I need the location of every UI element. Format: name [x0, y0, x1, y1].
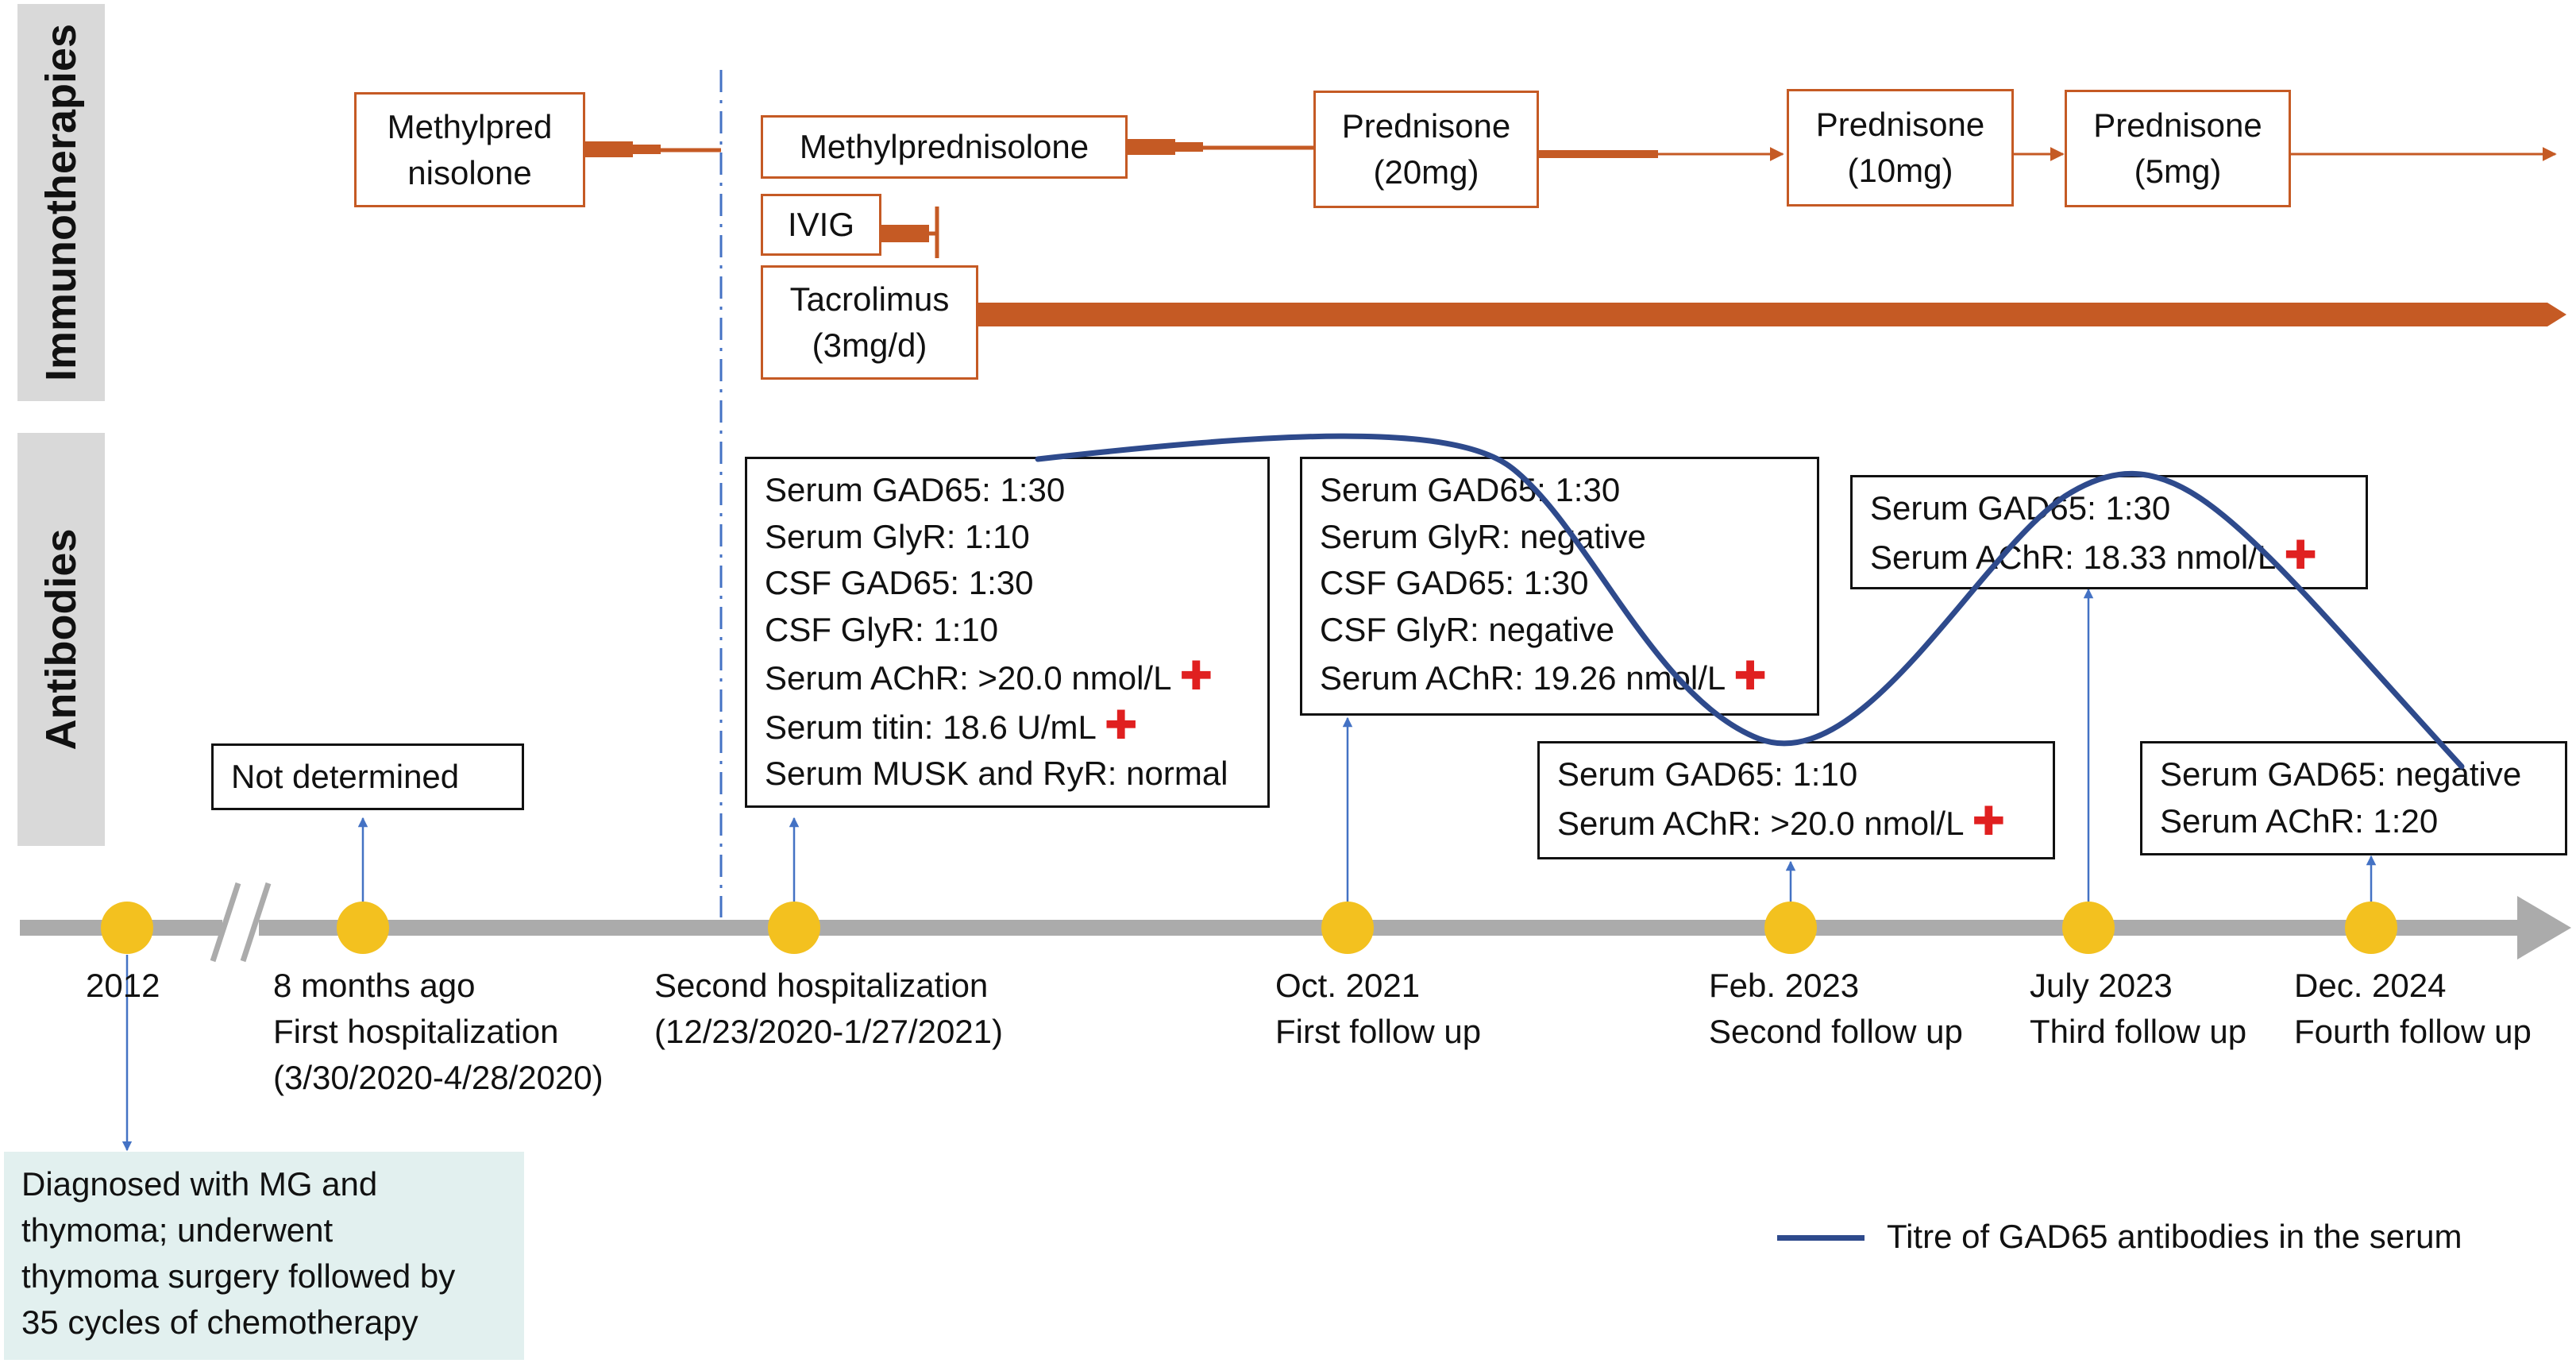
ivig-duration-bar [881, 207, 939, 258]
therapy-box-tacrolimus: Tacrolimus (3mg/d) [761, 265, 978, 380]
event-label-second-follow-up: Feb. 2023 Second follow up [1709, 967, 1963, 1050]
event-label-fourth-follow-up: Dec. 2024 Fourth follow up [2294, 967, 2532, 1050]
positive-marker-icon: ✚ [1972, 798, 2006, 844]
therapy-pred20-line2: (20mg) [1373, 153, 1479, 191]
antibody-nd-line1: Not determined [231, 758, 460, 795]
positive-marker-icon: ✚ [1104, 702, 1138, 747]
therapy-tac-line2: (3mg/d) [812, 326, 927, 364]
event-dot-fu2 [1764, 902, 1817, 954]
antibody-line: Serum GlyR: negative [1320, 517, 1646, 555]
legend: Titre of GAD65 antibodies in the serum [1777, 1211, 2571, 1267]
antibodies-sidebar: Antibodies [17, 433, 105, 846]
antibody-box-third-follow-up: Serum GAD65: 1:30 Serum AChR: 18.33 nmol… [1850, 475, 2368, 589]
mp1-duration-bar [585, 141, 721, 157]
history-note: Diagnosed with MG and thymoma; underwent… [4, 1152, 524, 1360]
antibody-line: CSF GAD65: 1:30 [765, 564, 1034, 601]
therapy-pred10-line2: (10mg) [1847, 152, 1953, 189]
event-label-first-follow-up: Oct. 2021 First follow up [1275, 967, 1482, 1050]
antibody-line: CSF GlyR: negative [1320, 610, 1615, 648]
antibody-line: Serum GlyR: 1:10 [765, 517, 1030, 555]
therapy-mp1-line1: Methylpred [387, 107, 553, 145]
therapy-box-pred5: Prednisone (5mg) [2065, 90, 2291, 207]
timeline-event-dots [101, 902, 2397, 954]
therapy-box-pred10: Prednisone (10mg) [1787, 89, 2014, 207]
antibody-box-second-hospitalization: Serum GAD65: 1:30 Serum GlyR: 1:10 CSF G… [745, 457, 1270, 808]
positive-marker-icon: ✚ [2284, 532, 2318, 577]
antibody-line: CSF GlyR: 1:10 [765, 610, 999, 648]
antibody-line: Serum GAD65: 1:30 [765, 471, 1066, 508]
positive-marker-icon: ✚ [1733, 654, 1768, 698]
therapy-pred10-line1: Prednisone [1815, 106, 1985, 143]
legend-label: Titre of GAD65 antibodies in the serum [1887, 1218, 2462, 1255]
therapy-mp2-line1: Methylprednisolone [799, 128, 1089, 165]
antibody-line: Serum AChR: 19.26 nmol/L✚ [1320, 654, 1768, 698]
therapy-ivig-line1: IVIG [787, 206, 855, 243]
event-dot-fu3 [2062, 902, 2115, 954]
event-dot-first-hosp [337, 902, 389, 954]
antibody-line: Serum MUSK and RyR: normal [765, 755, 1228, 792]
therapy-box-ivig: IVIG [761, 194, 881, 256]
antibody-line: Serum AChR: 18.33 nmol/L✚ [1870, 532, 2318, 577]
therapy-tac-line1: Tacrolimus [789, 280, 950, 318]
therapy-box-mp1: Methylpred nisolone [354, 92, 585, 207]
event-label-first-hospitalization: 8 months ago First hospitalization (3/30… [273, 967, 604, 1096]
event-dot-fu4 [2345, 902, 2397, 954]
therapy-box-mp2: Methylprednisolone [761, 115, 1128, 179]
antibody-line: Serum titin: 18.6 U/mL✚ [765, 702, 1138, 747]
event-label-third-follow-up: July 2023 Third follow up [2030, 967, 2247, 1050]
therapy-box-pred20: Prednisone (20mg) [1313, 91, 1539, 208]
therapy-pred5-line2: (5mg) [2134, 153, 2222, 190]
antibody-line: Serum AChR: 1:20 [2160, 801, 2439, 840]
antibody-box-fourth-follow-up: Serum GAD65: negative Serum AChR: 1:20 [2140, 741, 2567, 855]
positive-marker-icon: ✚ [1179, 654, 1213, 698]
antibody-box-first-follow-up: Serum GAD65: 1:30 Serum GlyR: negative C… [1300, 457, 1819, 716]
mp2-duration-bar [1128, 139, 1313, 155]
event-dot-fu1 [1321, 902, 1374, 954]
antibody-line: CSF GAD65: 1:30 [1320, 564, 1589, 601]
antibody-line: Serum GAD65: negative [2160, 755, 2522, 793]
event-label-2012: 2012 [86, 967, 160, 1004]
antibody-line: Serum GAD65: 1:30 [1320, 471, 1621, 508]
tacrolimus-duration-bar [978, 303, 2566, 326]
therapy-mp1-line2: nisolone [407, 153, 532, 191]
antibody-box-second-follow-up: Serum GAD65: 1:10 Serum AChR: >20.0 nmol… [1537, 741, 2055, 859]
immunotherapies-sidebar: Immunotherapies [17, 4, 105, 401]
legend-swatch [1777, 1235, 1865, 1241]
event-dot-2012 [101, 902, 153, 954]
antibody-line: Serum GAD65: 1:30 [1870, 489, 2171, 527]
event-dot-second-hosp [768, 902, 820, 954]
antibody-line: Serum AChR: >20.0 nmol/L✚ [1557, 798, 2006, 844]
therapy-pred20-line1: Prednisone [1341, 107, 1511, 145]
antibody-line: Serum AChR: >20.0 nmol/L✚ [765, 654, 1213, 698]
therapy-pred5-line1: Prednisone [2093, 106, 2262, 144]
antibody-line: Serum GAD65: 1:10 [1557, 755, 1858, 793]
timeline-axis [20, 882, 2571, 963]
antibody-box-not-determined: Not determined [211, 743, 524, 810]
prednisone-taper-arrows [1539, 147, 2557, 161]
event-label-second-hospitalization: Second hospitalization (12/23/2020-1/27/… [654, 967, 1004, 1050]
